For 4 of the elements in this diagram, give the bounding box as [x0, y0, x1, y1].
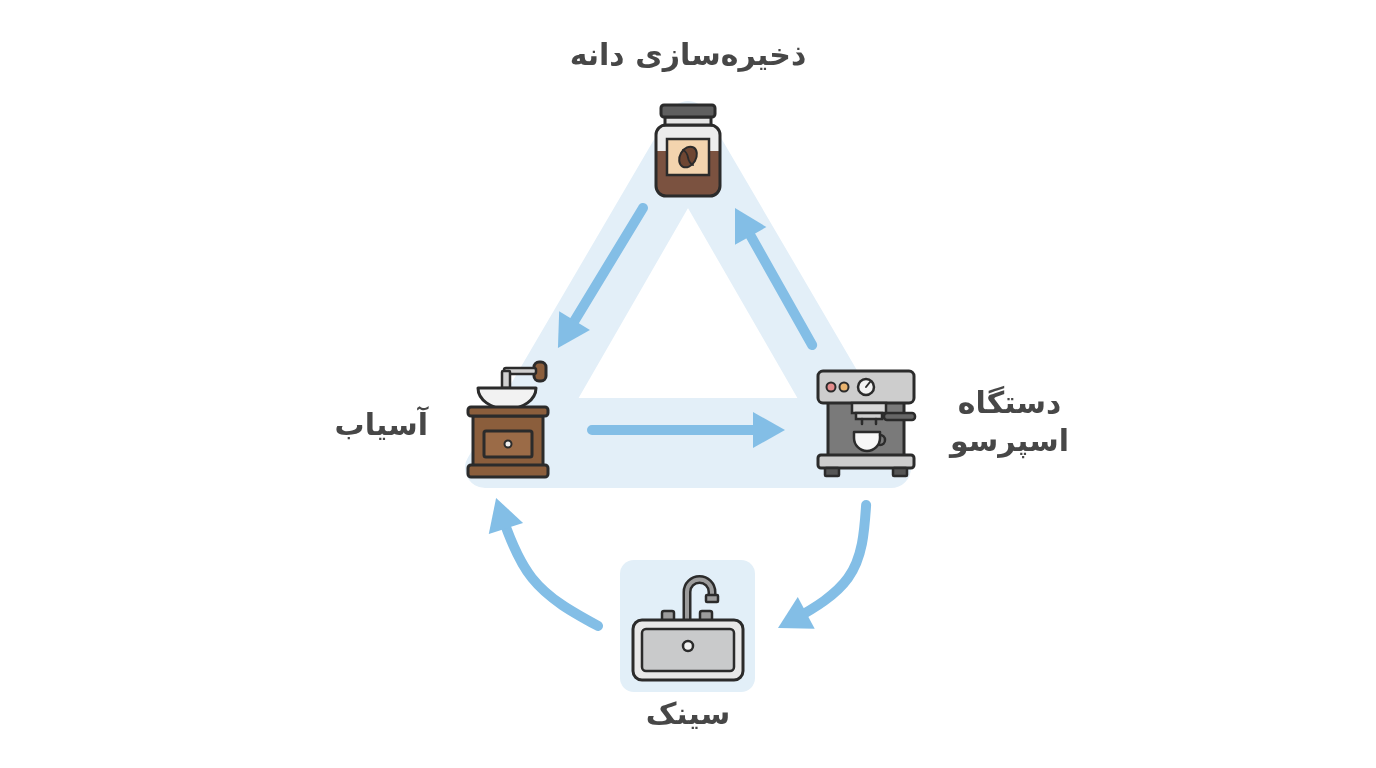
step-label: دستگاه اسپرسو	[950, 384, 1069, 460]
step-label: سینک	[645, 695, 731, 733]
step-label: آسیاب	[334, 406, 428, 444]
step-label: ذخیره‌سازی دانه	[569, 36, 807, 74]
